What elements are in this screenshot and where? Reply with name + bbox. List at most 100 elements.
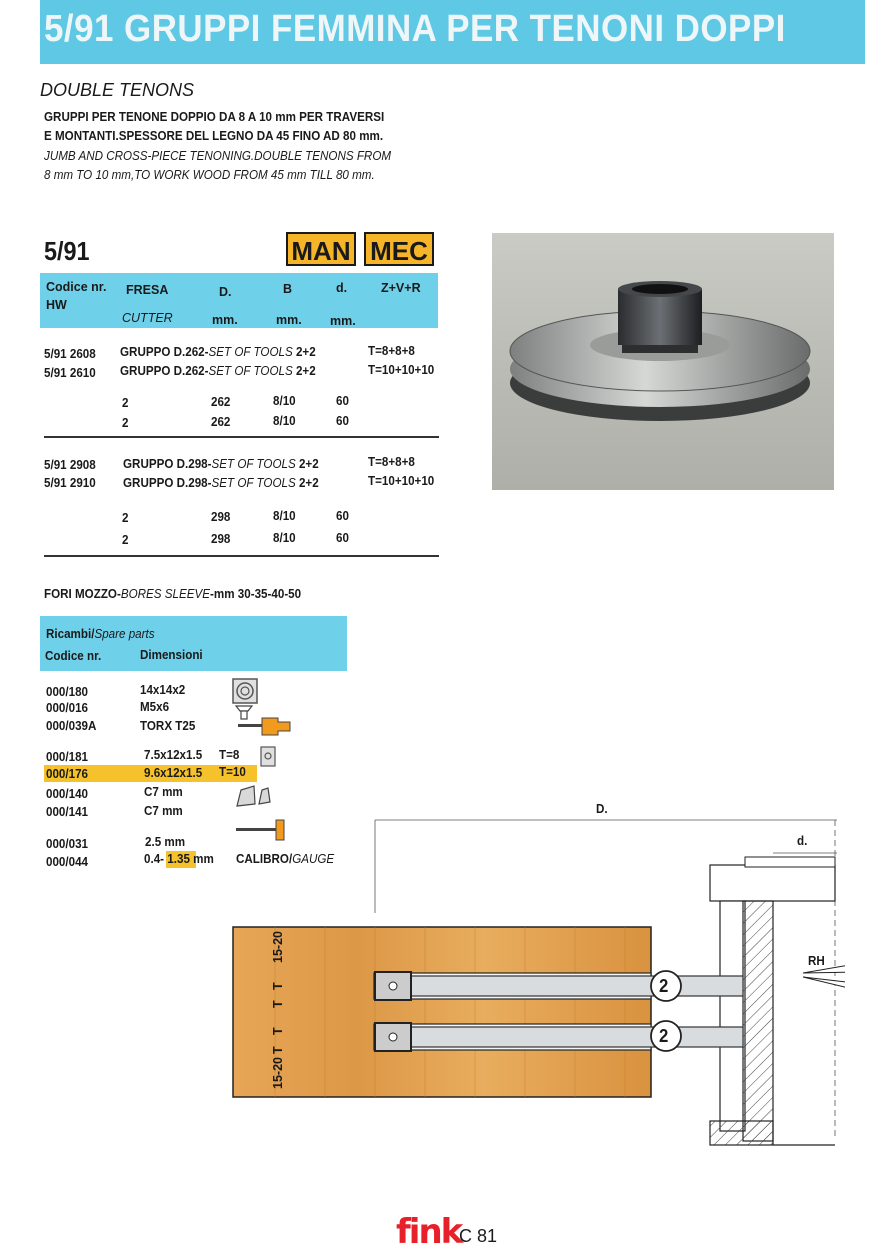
description-en-line1: JUMB AND CROSS-PIECE TENONING.DOUBLE TEN… <box>44 149 392 163</box>
subrow-b: 8/10 <box>273 414 296 428</box>
spare-code: 000/176 <box>46 767 89 781</box>
subrow-dd: 60 <box>336 509 349 523</box>
subrow-dd: 60 <box>336 414 349 428</box>
spare-dim: 2.5 mm <box>145 835 186 849</box>
bores-sleeve: FORI MOZZO-BORES SLEEVE-mm 30-35-40-50 <box>44 587 302 601</box>
side-label: 15-20 <box>270 1057 285 1089</box>
diagram-label-d: d. <box>797 834 808 848</box>
description-en-line2: 8 mm TO 10 mm,TO WORK WOOD FROM 45 mm TI… <box>44 168 375 182</box>
description-it-line2: E MONTANTI.SPESSORE DEL LEGNO DA 45 FINO… <box>44 129 384 143</box>
subrow-dd: 60 <box>336 531 349 545</box>
spare-dim: C7 mm <box>144 785 183 799</box>
subrow-d: 262 <box>211 415 231 429</box>
table-row-desc: GRUPPO D.298-SET OF TOOLS 2+2 <box>123 457 319 471</box>
th-d: D. <box>219 285 232 299</box>
side-label: 15-20 <box>270 931 285 963</box>
product-code: 5/91 <box>44 236 90 266</box>
subrow-b: 8/10 <box>273 394 296 408</box>
table-row-teeth: T=8+8+8 <box>368 455 415 469</box>
spare-parts-title: Ricambi/Spare parts <box>46 627 155 641</box>
th-dd: d. <box>336 281 348 295</box>
subrow-n: 2 <box>122 511 129 525</box>
insert-square-icon <box>232 678 258 704</box>
spare-code: 000/044 <box>46 855 89 869</box>
spare-parts-th-dim: Dimensioni <box>140 648 203 662</box>
spare-parts-th-code: Codice nr. <box>45 649 102 663</box>
side-label: T <box>271 1027 285 1035</box>
table-header <box>40 273 438 328</box>
diagram-label-rh: RH <box>808 954 825 968</box>
th-b: B <box>283 282 293 296</box>
th-fresa: FRESA <box>126 283 169 297</box>
table-row-desc: GRUPPO D.298-SET OF TOOLS 2+2 <box>123 476 319 490</box>
th-code: Codice nr. <box>46 280 107 294</box>
side-label: T <box>271 982 285 990</box>
blade-number: 2 <box>659 976 669 996</box>
subrow-b: 8/10 <box>273 531 296 545</box>
product-photo <box>492 233 834 490</box>
blade-number: 2 <box>659 1026 669 1046</box>
spare-dim: 9.6x12x1.5 <box>144 766 203 780</box>
page-title: 5/91 GRUPPI FEMMINA PER TENONI DOPPI <box>44 8 786 50</box>
description-it-line1: GRUPPI PER TENONE DOPPIO DA 8 A 10 mm PE… <box>44 110 385 124</box>
spare-code: 000/031 <box>46 837 89 851</box>
spare-extra: T=10 <box>219 765 246 779</box>
table-divider <box>44 436 439 438</box>
table-row-code: 5/91 2608 <box>44 347 96 361</box>
wedge-icon <box>236 785 271 807</box>
diagram-label-D: D. <box>596 802 608 816</box>
screw-icon <box>234 705 254 720</box>
subrow-d: 262 <box>211 395 231 409</box>
torx-key-icon <box>238 717 291 736</box>
spare-parts-header <box>40 616 347 671</box>
table-row-teeth: T=10+10+10 <box>368 474 435 488</box>
side-label: T <box>271 1000 285 1008</box>
spare-dim: TORX T25 <box>140 719 196 733</box>
highlight-value <box>166 851 196 868</box>
t-handle-key-icon <box>236 819 285 841</box>
spare-code: 000/140 <box>46 787 89 801</box>
technical-diagram <box>232 819 845 1146</box>
table-row-desc: GRUPPO D.262-SET OF TOOLS 2+2 <box>120 345 316 359</box>
subrow-d: 298 <box>211 532 231 546</box>
spare-dim: 7.5x12x1.5 <box>144 748 203 762</box>
spare-dim: C7 mm <box>144 804 183 818</box>
table-row-desc: GRUPPO D.262-SET OF TOOLS 2+2 <box>120 364 316 378</box>
spare-code: 000/181 <box>46 750 89 764</box>
subrow-n: 2 <box>122 396 129 410</box>
spare-code: 000/141 <box>46 805 89 819</box>
side-label: T <box>271 1046 285 1054</box>
th-cutter: CUTTER <box>122 311 173 325</box>
subrow-d: 298 <box>211 510 231 524</box>
subrow-n: 2 <box>122 533 129 547</box>
spare-code: 000/039A <box>46 719 97 733</box>
spare-code: 000/180 <box>46 685 89 699</box>
insert-rect-icon <box>260 746 276 767</box>
table-row-code: 5/91 2910 <box>44 476 96 490</box>
spare-dim: M5x6 <box>140 700 170 714</box>
table-row-teeth: T=10+10+10 <box>368 363 435 377</box>
th-b-unit: mm. <box>276 313 302 327</box>
th-d-unit: mm. <box>212 313 238 327</box>
spare-dim: 0.4- 1.35 mm <box>144 852 214 866</box>
header-banner <box>40 0 865 64</box>
badge-mec: MEC <box>364 232 434 266</box>
table-divider <box>44 555 439 557</box>
spare-extra: T=8 <box>219 748 240 762</box>
brand-logo: fink <box>396 1212 463 1252</box>
subtitle: DOUBLE TENONS <box>40 80 195 100</box>
table-row-code: 5/91 2908 <box>44 458 96 472</box>
th-dd-unit: mm. <box>330 314 356 328</box>
table-row-code: 5/91 2610 <box>44 366 96 380</box>
spare-dim: 14x14x2 <box>140 683 186 697</box>
badge-man: MAN <box>286 232 356 266</box>
subrow-n: 2 <box>122 416 129 430</box>
cutter-set-illustration <box>509 281 811 421</box>
subrow-dd: 60 <box>336 394 349 408</box>
th-code-hw: HW <box>46 298 67 312</box>
table-row-teeth: T=8+8+8 <box>368 344 415 358</box>
spare-code: 000/016 <box>46 701 89 715</box>
th-zvr: Z+V+R <box>381 281 421 295</box>
subrow-b: 8/10 <box>273 509 296 523</box>
page-number: C 81 <box>459 1226 498 1246</box>
